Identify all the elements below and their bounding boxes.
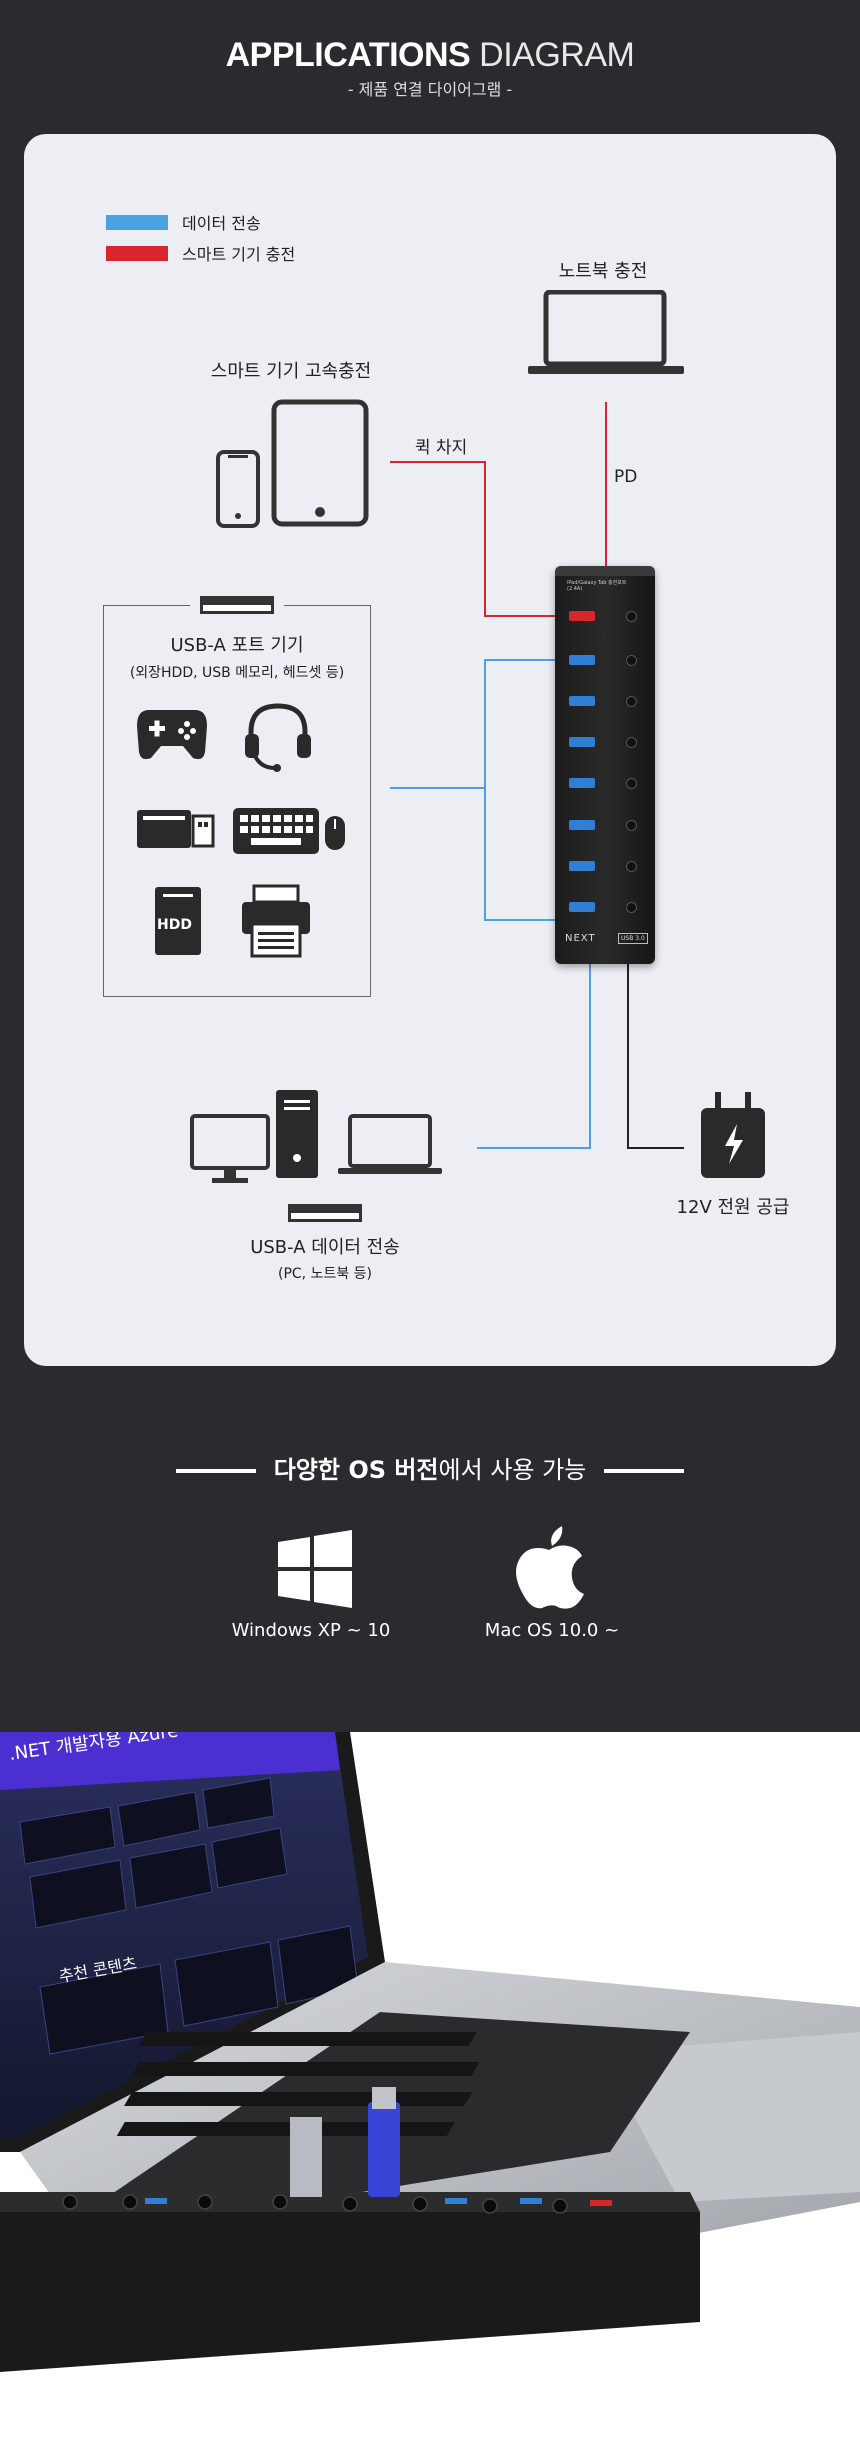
usb-data-title: USB-A 데이터 전송 [250,1233,400,1259]
quick-charge-label: 퀵 차지 [415,433,467,458]
os-section: 다양한 OS 버전에서 사용 가능 Windows XP ~ 10 Mac OS… [0,1366,860,1732]
power-adapter-icon [697,1090,769,1182]
os-mac-label: Mac OS 10.0 ~ [452,1620,652,1641]
hub-badge: USB 3.0 [618,933,648,944]
usb-bracket-line [485,660,555,920]
usb-data-subtitle: (PC, 노트북 등) [278,1263,372,1283]
pc-data-line [477,964,590,1148]
power-label: 12V 전원 공급 [677,1193,790,1219]
pd-label: PD [614,467,637,487]
card-reader-icon [135,806,215,852]
hub-switch [626,820,637,831]
hub-switch [626,655,637,666]
laptop-charge-label: 노트북 충전 [559,257,648,283]
usb-hub-product: iPad/Galaxy Tab 충전포트 (2.4A) NEXT USB 3.0 [555,566,655,964]
printer-icon [240,884,312,958]
os-title: 다양한 OS 버전에서 사용 가능 [0,1450,860,1485]
usb-port-small [288,1204,362,1222]
usb-a-subtitle: (외장HDD, USB 메모리, 헤드셋 등) [130,662,344,682]
usb-port [569,737,595,747]
usb-port [569,820,595,830]
usb-port [569,778,595,788]
charge-port [569,611,595,621]
usb-port [569,902,595,912]
hdd-label: HDD [157,917,192,933]
hub-brand: NEXT [565,933,596,944]
usb-port [569,861,595,871]
hub-switch [626,778,637,789]
pc-laptop-icon [190,1088,450,1186]
apple-icon [512,1522,586,1610]
product-photo: .NET 개발자용 Azure 추천 콘텐츠 [0,1732,860,2444]
keyboard-mouse-icon [231,806,347,856]
hub-switch [626,696,637,707]
hub-switch [626,861,637,872]
smart-fast-charge-label: 스마트 기기 고속충전 [211,357,371,383]
hub-switch [626,737,637,748]
power-line [628,964,684,1148]
usb-port [569,696,595,706]
laptop-icon [526,290,686,380]
windows-icon [276,1530,354,1608]
hub-top-text: iPad/Galaxy Tab 충전포트 (2.4A) [567,580,627,592]
usb-a-title: USB-A 포트 기기 [170,631,303,657]
quick-charge-line [390,462,555,616]
hub-switch [626,902,637,913]
headset-icon [243,700,313,774]
os-windows-label: Windows XP ~ 10 [211,1620,411,1641]
usb-port-header [190,594,284,616]
laptop-hub-photo: .NET 개발자용 Azure 추천 콘텐츠 [0,1732,860,2444]
usb-port [569,655,595,665]
tablet-phone-icon [214,398,374,528]
hub-cap [555,566,655,576]
gamepad-icon [135,704,209,764]
hub-switch [626,611,637,622]
